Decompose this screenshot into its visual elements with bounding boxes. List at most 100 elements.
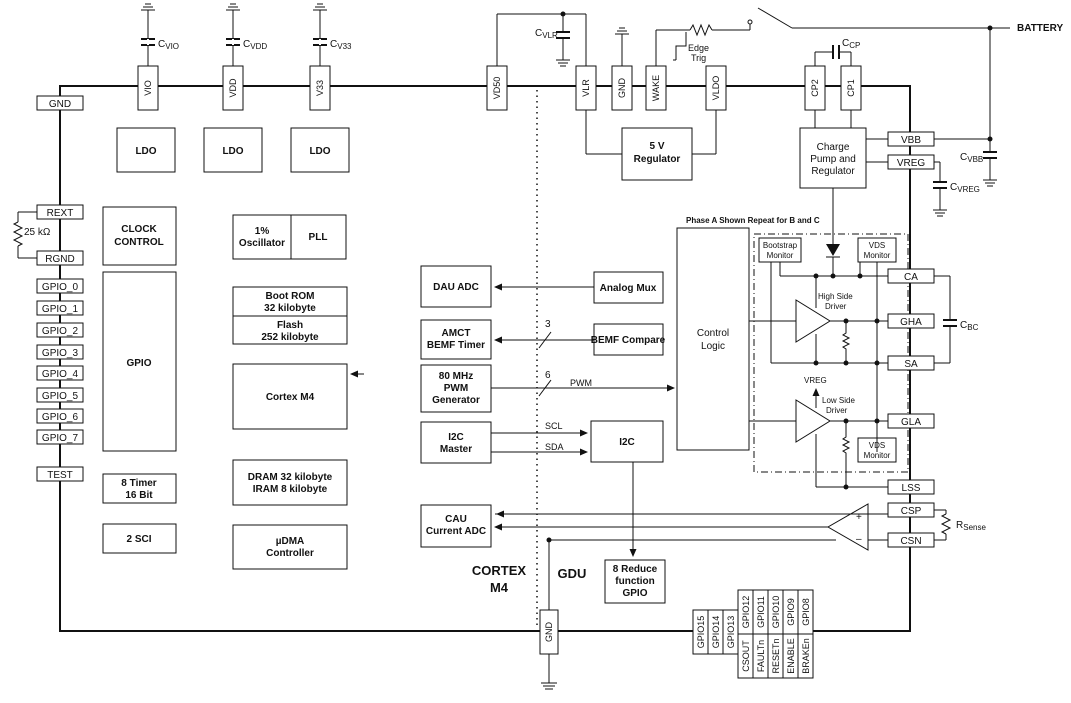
low-side-driver: VREG Low Side Driver [749,376,888,490]
left-pin-gpio-4: GPIO_4 [42,369,79,380]
svg-text:LDO: LDO [135,146,156,157]
phase-note: Phase A Shown Repeat for B and C [686,216,820,225]
oscillator-block: 1% Oscillator [232,214,292,260]
top-pin-vlr: VLR [575,65,597,111]
gpio-block: GPIO [102,271,177,452]
left-pins: GND REXT RGND GPIO_0 GPIO_1 GPIO_2 GPIO_… [36,95,84,482]
timer-block: 8 Timer 16 Bit [102,473,177,504]
svg-text:CP1: CP1 [846,79,856,97]
left-pin-rgnd: RGND [45,254,74,265]
svg-text:LDO: LDO [309,146,330,157]
left-pin-gpio-7: GPIO_7 [42,433,79,444]
domain-label-m4: M4 [490,580,509,595]
svg-text:CVLR: CVLR [535,28,558,40]
svg-text:Flash: Flash [277,320,303,331]
svg-text:Boot ROM: Boot ROM [266,291,315,302]
svg-text:BEMF Compare: BEMF Compare [591,335,666,346]
pwm-generator-block: 80 MHz PWM Generator [420,364,492,413]
phase-region [753,233,909,473]
svg-text:CV33: CV33 [330,39,352,51]
bottom-pin-enable: ENABLE [786,638,796,674]
svg-text:16 Bit: 16 Bit [125,490,153,501]
svg-text:80 MHz: 80 MHz [439,371,473,382]
left-pin-gpio-0: GPIO_0 [42,282,79,293]
bootstrap-monitor-block: Bootstrap Monitor [758,237,802,263]
top-pin-vldo: VLDO [705,65,727,111]
svg-text:252 kilobyte: 252 kilobyte [261,332,319,343]
bootstrap-diode [826,188,840,276]
svg-text:1%: 1% [255,226,270,237]
svg-text:6: 6 [545,370,551,381]
left-pin-test: TEST [47,470,73,481]
bottom-pin-gpio13: GPIO13 [726,616,736,649]
svg-text:DRAM 32 kilobyte: DRAM 32 kilobyte [248,472,333,483]
bemf-compare-block: BEMF Compare [591,323,666,356]
left-pin-gpio-6: GPIO_6 [42,412,79,423]
svg-text:SDA: SDA [545,442,564,452]
svg-text:32 kilobyte: 32 kilobyte [264,303,316,314]
left-pin-gnd: GND [49,99,71,110]
top-pin-cp2: CP2 [804,65,826,111]
svg-text:Monitor: Monitor [767,251,794,260]
cau-adc-block: CAU Current ADC [420,504,492,548]
svg-text:CAU: CAU [445,514,467,525]
svg-text:GND: GND [617,78,627,99]
bottom-pin-gpio14: GPIO14 [711,616,721,649]
right-pin-csn: CSN [900,536,921,547]
dau-adc-block: DAU ADC [420,265,492,308]
v33-decoupling-cap: CV33 [313,3,352,66]
sense-resistor: RSense [934,509,986,541]
right-pin-gla: GLA [901,417,921,428]
svg-text:8 Timer: 8 Timer [121,478,156,489]
left-pin-gpio-2: GPIO_2 [42,326,79,337]
left-pin-gpio-3: GPIO_3 [42,348,79,359]
svg-text:High Side: High Side [818,292,853,301]
domain-label-gdu: GDU [558,566,587,581]
reduced-gpio-block: 8 Reduce function GPIO [604,559,666,604]
svg-text:Logic: Logic [701,341,725,352]
svg-text:Bootstrap: Bootstrap [763,241,798,250]
udma-block: µDMA Controller [232,524,348,570]
battery-rail: BATTERY [792,23,1063,139]
top-pin-vdd: VDD [222,65,244,111]
svg-text:BATTERY: BATTERY [1017,23,1063,34]
svg-text:PWM: PWM [570,378,592,388]
svg-text:2 SCI: 2 SCI [126,534,151,545]
flash-block: Flash 252 kilobyte [232,315,348,345]
svg-text:PLL: PLL [309,232,328,243]
svg-text:–: – [856,534,862,545]
svg-text:Driver: Driver [825,302,847,311]
vdd-decoupling-cap: CVDD [226,3,267,66]
svg-text:CCP: CCP [842,38,860,50]
analog-mux-block: Analog Mux [593,271,664,304]
svg-text:BEMF Timer: BEMF Timer [427,340,485,351]
svg-text:AMCT: AMCT [442,328,471,339]
svg-text:Regulator: Regulator [811,166,855,177]
svg-text:Low Side: Low Side [822,396,855,405]
vbb-cap: CVBB [934,136,997,187]
cp-flying-cap: CCP [814,38,860,66]
svg-text:VDS: VDS [869,241,885,250]
svg-text:25 kΩ: 25 kΩ [24,227,51,238]
bottom-pin-gpio8: GPIO8 [801,598,811,626]
control-logic-block: Control Logic [676,227,750,451]
svg-text:CVDD: CVDD [243,39,267,51]
svg-text:Regulator: Regulator [634,154,681,165]
svg-text:Driver: Driver [826,406,848,415]
left-pin-gpio-5: GPIO_5 [42,391,79,402]
top-pin-cp1: CP1 [840,65,862,111]
svg-text:8 Reduce: 8 Reduce [613,564,658,575]
i2c-block: I2C [590,420,664,463]
charge-pump-block: Charge Pump and Regulator [799,110,888,189]
bottom-pin-csout: CSOUT [741,640,751,672]
bottom-pin-resetn: RESETn [771,638,781,673]
top-pin-vio: VIO [137,65,159,111]
svg-text:VREG: VREG [804,376,827,385]
bottom-gnd-pin: GND [539,540,559,690]
top-pin-vd50: VD50 [486,65,508,111]
svg-text:VIO: VIO [143,80,153,96]
right-pin-vbb: VBB [901,135,921,146]
vds-monitor-high: VDS Monitor [857,237,897,263]
svg-text:I2C: I2C [448,432,464,443]
svg-text:CVIO: CVIO [158,39,179,51]
